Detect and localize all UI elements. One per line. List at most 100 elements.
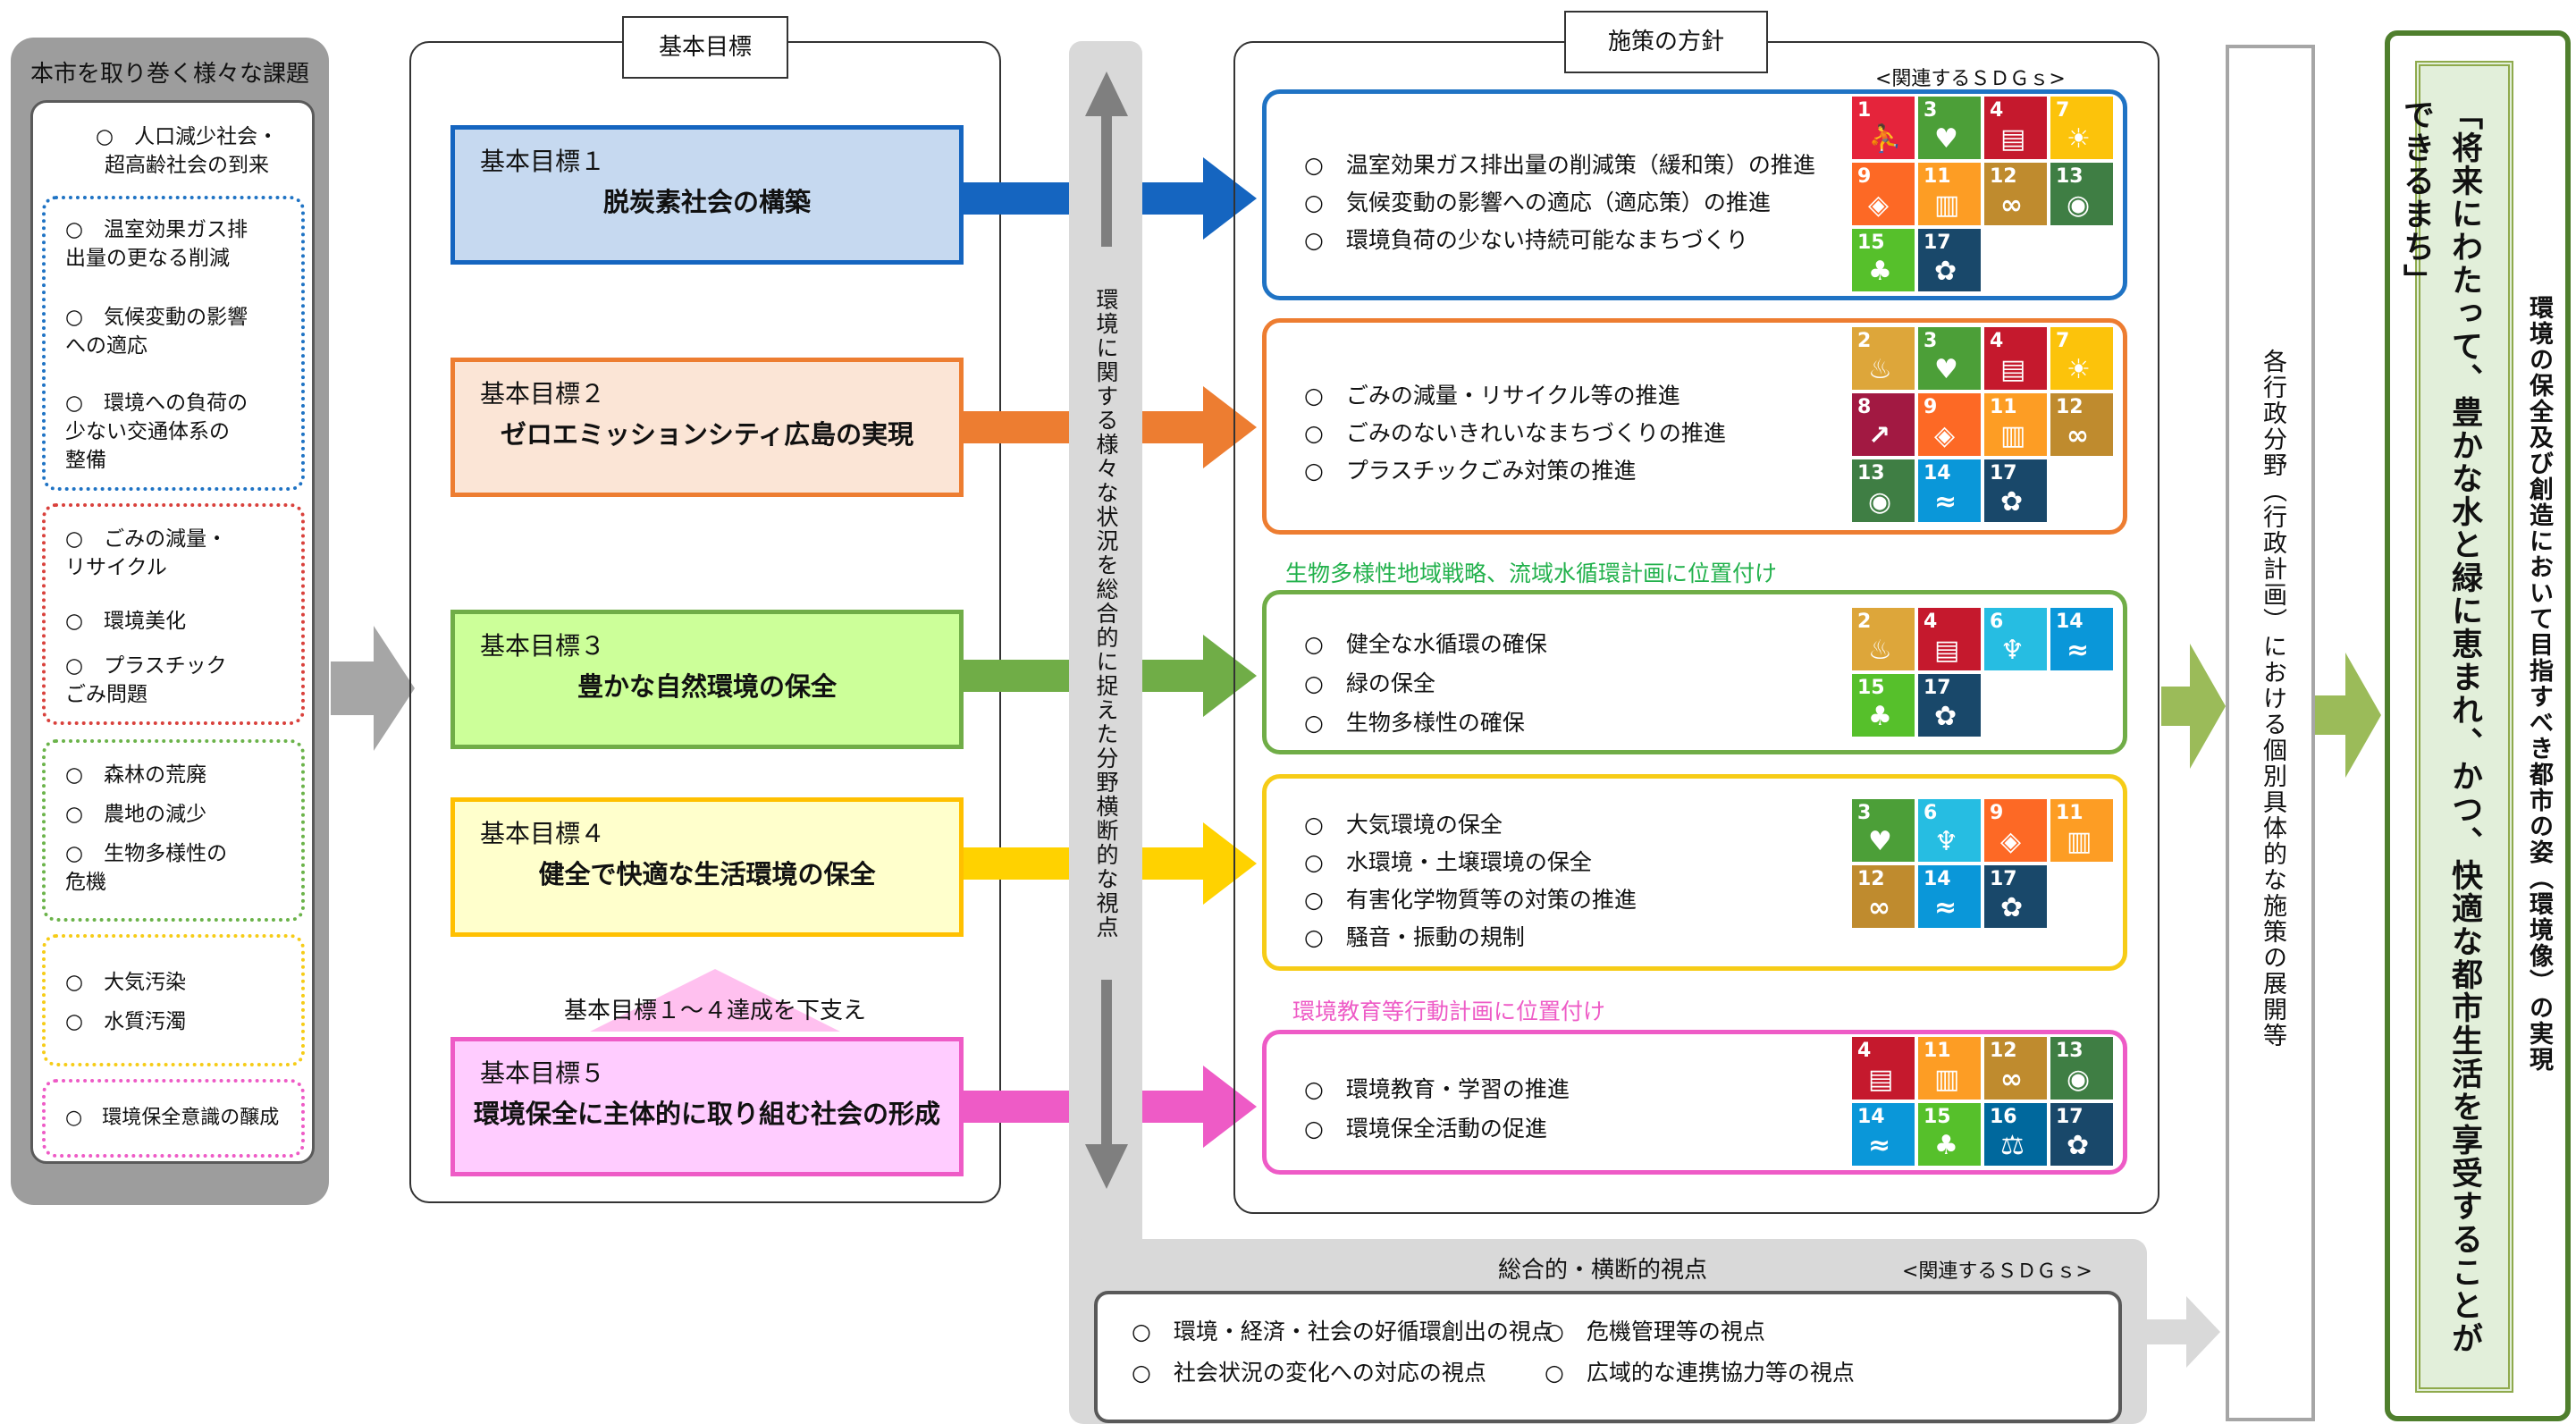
goal-5-head: 基本目標５ [480,1058,606,1088]
sdg-1-icon: 1⛹ [1852,97,1915,159]
issue-item: ○ 人口減少社会・ 超高齢社会の到来 [96,125,279,177]
issue-group-climate: ○ 温室効果ガス排 出量の更なる削減 ○ 気候変動の影響 への適応 ○ 環境への… [42,196,305,491]
sdg-2-icon: 2♨ [1852,608,1915,670]
policy-box-5: ○ 環境教育・学習の推進 ○ 環境保全活動の促進 [1262,1030,2127,1175]
goal-3-head: 基本目標３ [480,631,606,661]
sdg-13-icon: 13◉ [1852,459,1915,522]
sdg-7-icon: 7☀ [2050,97,2113,159]
policy-item: ○ 環境保全活動の促進 [1304,1116,1547,1142]
policy-item: ○ 生物多様性の確保 [1304,710,1525,736]
sdg-17-icon: 17✿ [1918,674,1981,737]
policy-box-2: ○ ごみの減量・リサイクル等の推進 ○ ごみのないきれいなまちづくりの推進 ○ … [1262,318,2127,535]
policy-item: ○ 環境教育・学習の推進 [1304,1076,1570,1102]
goal-2-head: 基本目標２ [480,379,606,409]
sdg-14-icon: 14≈ [2050,608,2113,670]
pink-section-label: 環境教育等行動計画に位置付け [1292,998,1606,1024]
goal-4-name: 健全で快適な生活環境の保全 [538,859,876,889]
sdg-11-icon: 11▥ [2050,799,2113,862]
goal-2-name: ゼロエミッションシティ広島の実現 [500,419,914,450]
sdg-17-icon: 17✿ [2050,1103,2113,1166]
issues-list-box: ○ 人口減少社会・ 超高齢社会の到来 ○ 温室効果ガス排 出量の更なる削減 ○ … [30,100,315,1164]
support-label: 基本目標１～４達成を下支え [563,998,866,1024]
issue-item: ○ 生物多様性の 危機 [65,842,228,894]
sdg-9-icon: 9◈ [1852,163,1915,225]
cross-item: ○ 広域的な連携協力等の視点 [1545,1360,1855,1386]
policy-item: ○ 健全な水循環の確保 [1304,631,1547,657]
policy-item: ○ 騒音・振動の規制 [1304,924,1525,950]
sdg-9-icon: 9◈ [1918,393,1981,456]
goal-2-arrowhead [1203,386,1257,468]
issue-item: ○ 森林の荒廃 [65,763,207,787]
policy-item: ○ 環境負荷の少ない持続可能なまちづくり [1304,227,1748,253]
goals-panel-label: 基本目標 [622,16,788,79]
policy-item: ○ 水環境・土壌環境の保全 [1304,849,1592,875]
cross-item: ○ 危機管理等の視点 [1545,1319,1765,1344]
cross-item: ○ 環境・経済・社会の好循環創出の視点 [1132,1319,1553,1344]
sdg-12-icon: 12∞ [1852,865,1915,928]
sdg-15-icon: 15♣ [1918,1103,1981,1166]
sdg-4-icon: 4▤ [1852,1037,1915,1100]
goal-2-box: 基本目標２ ゼロエミッションシティ広島の実現 [450,358,964,497]
goal-3-box: 基本目標３ 豊かな自然環境の保全 [450,610,964,749]
policy-box-1: ○ 温室効果ガス排出量の削減策（緩和策）の推進 ○ 気候変動の影響への適応（適応… [1262,89,2127,300]
goal-4-head: 基本目標４ [480,819,606,848]
goal-4-box: 基本目標４ 健全で快適な生活環境の保全 [450,797,964,937]
policy-box-4: ○ 大気環境の保全 ○ 水環境・土壌環境の保全 ○ 有害化学物質等の対策の推進 … [1262,774,2127,971]
issue-item: ○ 水質汚濁 [65,1010,187,1033]
goal-5-arrowhead [1203,1066,1257,1148]
admin-to-vision-arrow [2313,653,2381,778]
issue-group-society: ○ 人口減少社会・ 超高齢社会の到来 [42,114,305,203]
policy-item: ○ ごみの減量・リサイクル等の推進 [1304,383,1680,409]
sdg-3-icon: 3♥ [1918,97,1981,159]
goal-5-box: 基本目標５ 環境保全に主体的に取り組む社会の形成 [450,1037,964,1176]
policy-to-admin-arrow [2161,644,2226,769]
sdg-6-icon: 6♆ [1984,608,2047,670]
sdg-2-icon: 2♨ [1852,327,1915,390]
issues-to-goals-arrow [331,626,415,751]
goal-1-arrowhead [1203,157,1257,240]
goal-5-name: 環境保全に主体的に取り組む社会の形成 [473,1099,940,1129]
sdg-17-icon: 17✿ [1984,865,2047,928]
issue-item: ○ 環境への負荷の 少ない交通体系の 整備 [65,392,248,472]
green-section-label: 生物多様性地域戦略、流域水循環計画に位置付け [1285,560,1778,586]
issue-group-awareness: ○ 環境保全意識の醸成 [42,1079,305,1158]
issue-item: ○ 温室効果ガス排 出量の更なる削減 [65,218,248,270]
cross-cutting-box: ○ 環境・経済・社会の好循環創出の視点 ○ 危機管理等の視点 ○ 社会状況の変化… [1094,1291,2122,1423]
sdg-17-icon: 17✿ [1918,229,1981,291]
sdg-12-icon: 12∞ [1984,1037,2047,1100]
sdg-4-icon: 4▤ [1984,327,2047,390]
vision-inner-box [2415,61,2513,1393]
issue-item: ○ プラスチック ごみ問題 [65,654,227,706]
sdg-11-icon: 11▥ [1984,393,2047,456]
policy-item: ○ 大気環境の保全 [1304,812,1503,838]
issue-item: ○ ごみの減量・ リサイクル [65,527,228,579]
policy-panel-label: 施策の方針 [1564,11,1768,73]
issue-item: ○ 環境美化 [65,610,187,633]
sdg-11-icon: 11▥ [1918,163,1981,225]
sdg-14-icon: 14≈ [1852,1103,1915,1166]
support-triangle [590,969,840,1032]
policy-item: ○ ごみのないきれいなまちづくりの推進 [1304,420,1726,446]
sdg-6-icon: 6♆ [1918,799,1981,862]
goal-3-arrowhead [1203,635,1257,717]
sdg-4-icon: 4▤ [1918,608,1981,670]
vision-box [2385,30,2571,1421]
policy-item: ○ プラスチックごみ対策の推進 [1304,458,1637,484]
sdg-11-icon: 11▥ [1918,1037,1981,1100]
sdg-14-icon: 14≈ [1918,459,1981,522]
policy-box-3: ○ 健全な水循環の確保 ○ 緑の保全 ○ 生物多様性の確保 [1262,590,2127,754]
sdg-8-icon: 8↗ [1852,393,1915,456]
policy-item: ○ 温室効果ガス排出量の削減策（緩和策）の推進 [1304,152,1815,178]
admin-box [2226,45,2315,1421]
goal-1-head: 基本目標１ [480,147,606,176]
sdg-3-icon: 3♥ [1852,799,1915,862]
cross-sdgs-label: <関連するＳＤＧｓ> [1902,1260,2092,1283]
cross-cutting-vertical-text: 環境に関する様々な状況を総合的に捉えた分野横断的な視点 [1085,247,1126,980]
sdg-14-icon: 14≈ [1918,865,1981,928]
policy-item: ○ 気候変動の影響への適応（適応策）の推進 [1304,190,1771,215]
goal-1-box: 基本目標１ 脱炭素社会の構築 [450,125,964,265]
vision-title: 環境の保全及び創造において目指すべき都市の姿（環境像）の実現 [2525,295,2553,1073]
goal-1-name: 脱炭素社会の構築 [602,187,811,217]
admin-vertical-text: 各行政分野（行政計画）における個別具体的な施策の展開等 [2259,349,2286,1049]
sdg-13-icon: 13◉ [2050,163,2113,225]
